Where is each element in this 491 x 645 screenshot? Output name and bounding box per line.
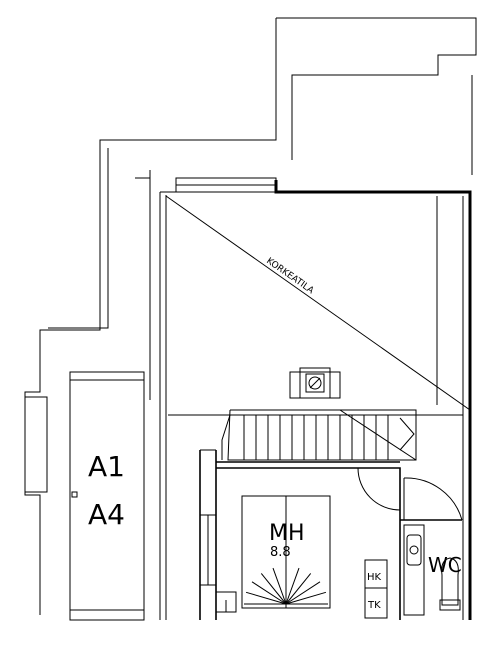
loft-walls	[159, 177, 472, 620]
bedroom-area-label: 8.8	[270, 545, 291, 560]
marker-square	[71, 491, 78, 498]
loft-diagonal-line	[165, 195, 471, 411]
bed-fan-line	[260, 573, 287, 605]
bedroom-label: MH	[269, 521, 305, 546]
toilet-label: WC	[428, 553, 462, 577]
linen-closet-label: HK	[367, 572, 382, 583]
staircase	[221, 409, 417, 461]
adjacent-apartment-block	[24, 371, 145, 621]
apartment-label-a1: A1	[88, 450, 125, 483]
bed-fan-line	[285, 581, 321, 605]
apartment-label-a4: A4	[88, 498, 125, 531]
closets	[364, 559, 388, 619]
wc-room	[400, 519, 462, 616]
bed-fan-line	[285, 573, 312, 605]
exterior-outline	[24, 17, 477, 615]
door-swings	[357, 467, 463, 521]
bed-fan-line	[245, 591, 287, 605]
bed-fan-line	[285, 591, 327, 605]
storage-closet-label: TK	[367, 600, 381, 611]
bed-fan-line	[251, 581, 287, 605]
chimney	[289, 367, 341, 399]
bed-fan-line	[272, 567, 287, 605]
bedroom-furniture	[215, 495, 331, 613]
bed-fan-line	[285, 567, 300, 605]
loft-space-label: KORKEATILA	[264, 256, 316, 296]
